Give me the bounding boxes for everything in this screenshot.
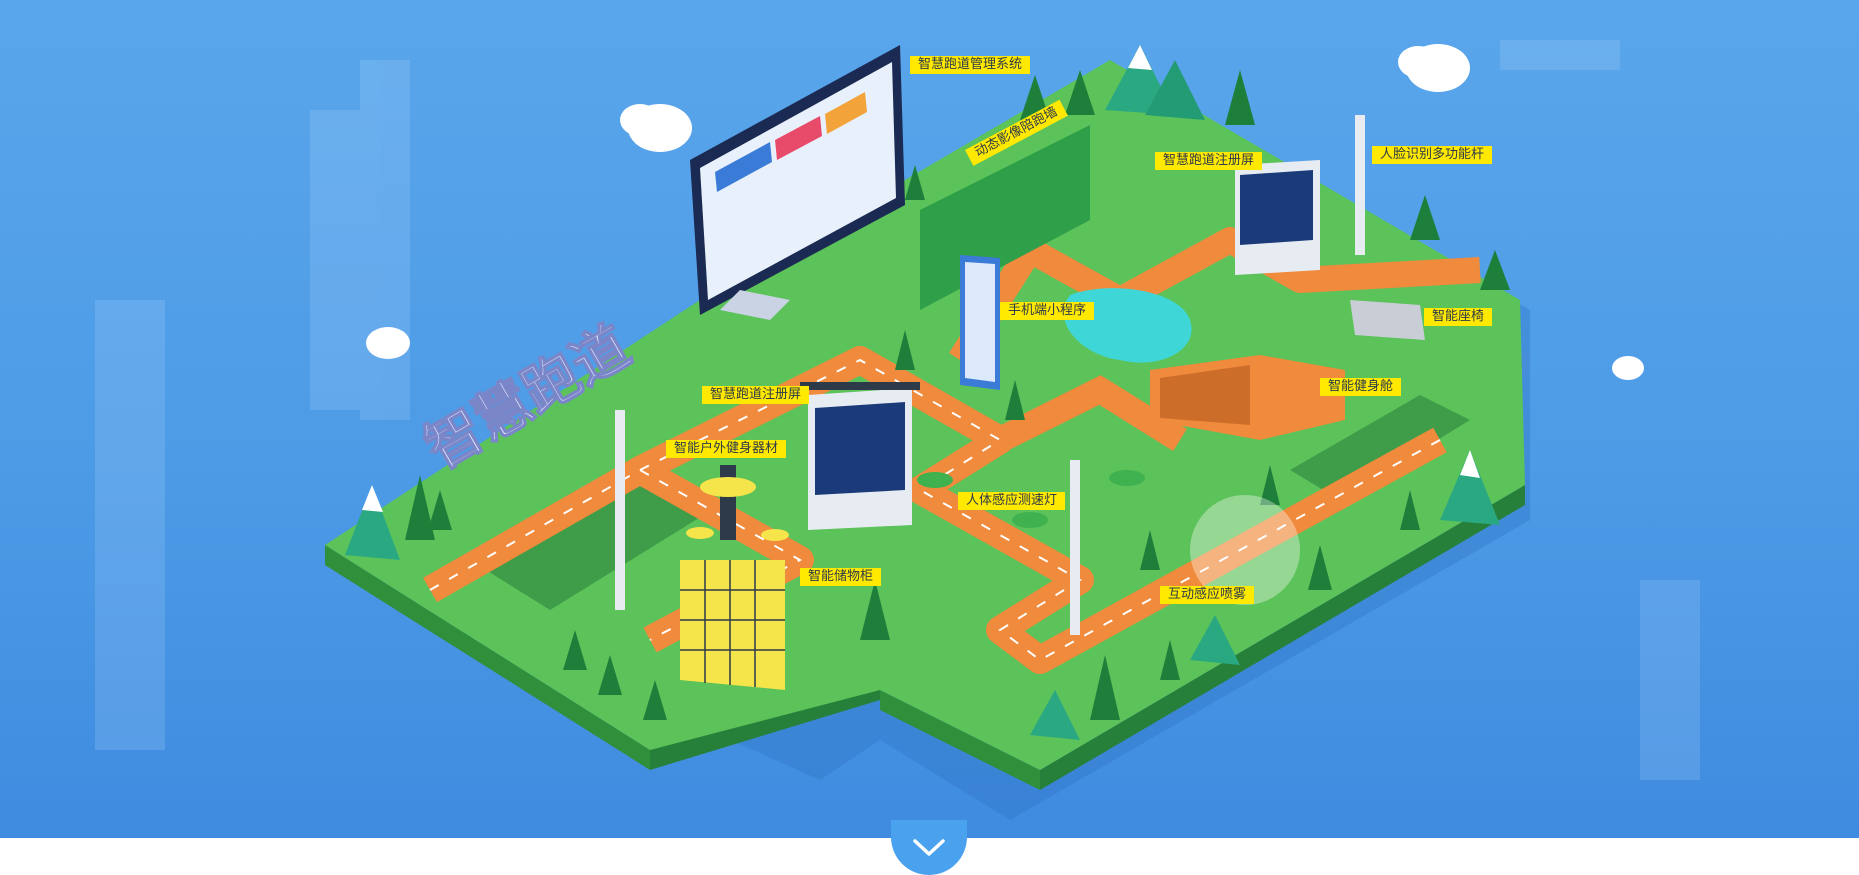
smart-bench <box>1350 300 1425 340</box>
mountains <box>345 45 1500 740</box>
label-storage-cabinet: 智能储物柜 <box>800 568 882 586</box>
management-monitor <box>690 45 905 320</box>
phone-app <box>960 255 1000 390</box>
hero-banner: 智慧跑道 智慧跑道管理系统 动态影像陪跑墙 智慧跑道注册屏 人脸识别多功能杆 手… <box>0 0 1859 838</box>
trees <box>405 70 1510 720</box>
label-register-screen-top: 智慧跑道注册屏 <box>1155 152 1263 170</box>
register-kiosk-left <box>800 382 920 530</box>
face-pole <box>1355 115 1365 255</box>
label-smart-bench: 智能座椅 <box>1424 308 1493 326</box>
label-fitness-cabin: 智能健身舱 <box>1320 378 1402 396</box>
storage-cabinet <box>680 560 785 690</box>
spray-mist <box>1190 495 1300 605</box>
fitness-cabin <box>1150 355 1345 440</box>
label-spray: 互动感应喷雾 <box>1160 586 1255 604</box>
isometric-park-illustration: 智慧跑道 <box>95 40 1700 820</box>
clouds <box>366 44 1644 380</box>
label-mini-program: 手机端小程序 <box>1000 302 1095 320</box>
label-face-pole: 人脸识别多功能杆 <box>1372 146 1493 164</box>
outdoor-fitness-equipment <box>686 465 789 541</box>
speed-lights <box>917 470 1145 528</box>
light-pole-center <box>1070 460 1080 635</box>
chevron-down-icon <box>913 838 945 856</box>
light-pole-left <box>615 410 625 610</box>
register-kiosk-right <box>1235 160 1320 275</box>
label-speed-light: 人体感应测速灯 <box>958 492 1066 510</box>
label-outdoor-equipment: 智能户外健身器材 <box>666 440 787 458</box>
label-management-system: 智慧跑道管理系统 <box>910 56 1031 74</box>
label-register-screen-left: 智慧跑道注册屏 <box>702 386 810 404</box>
pond <box>1063 288 1192 363</box>
background-buildings <box>95 40 1700 780</box>
